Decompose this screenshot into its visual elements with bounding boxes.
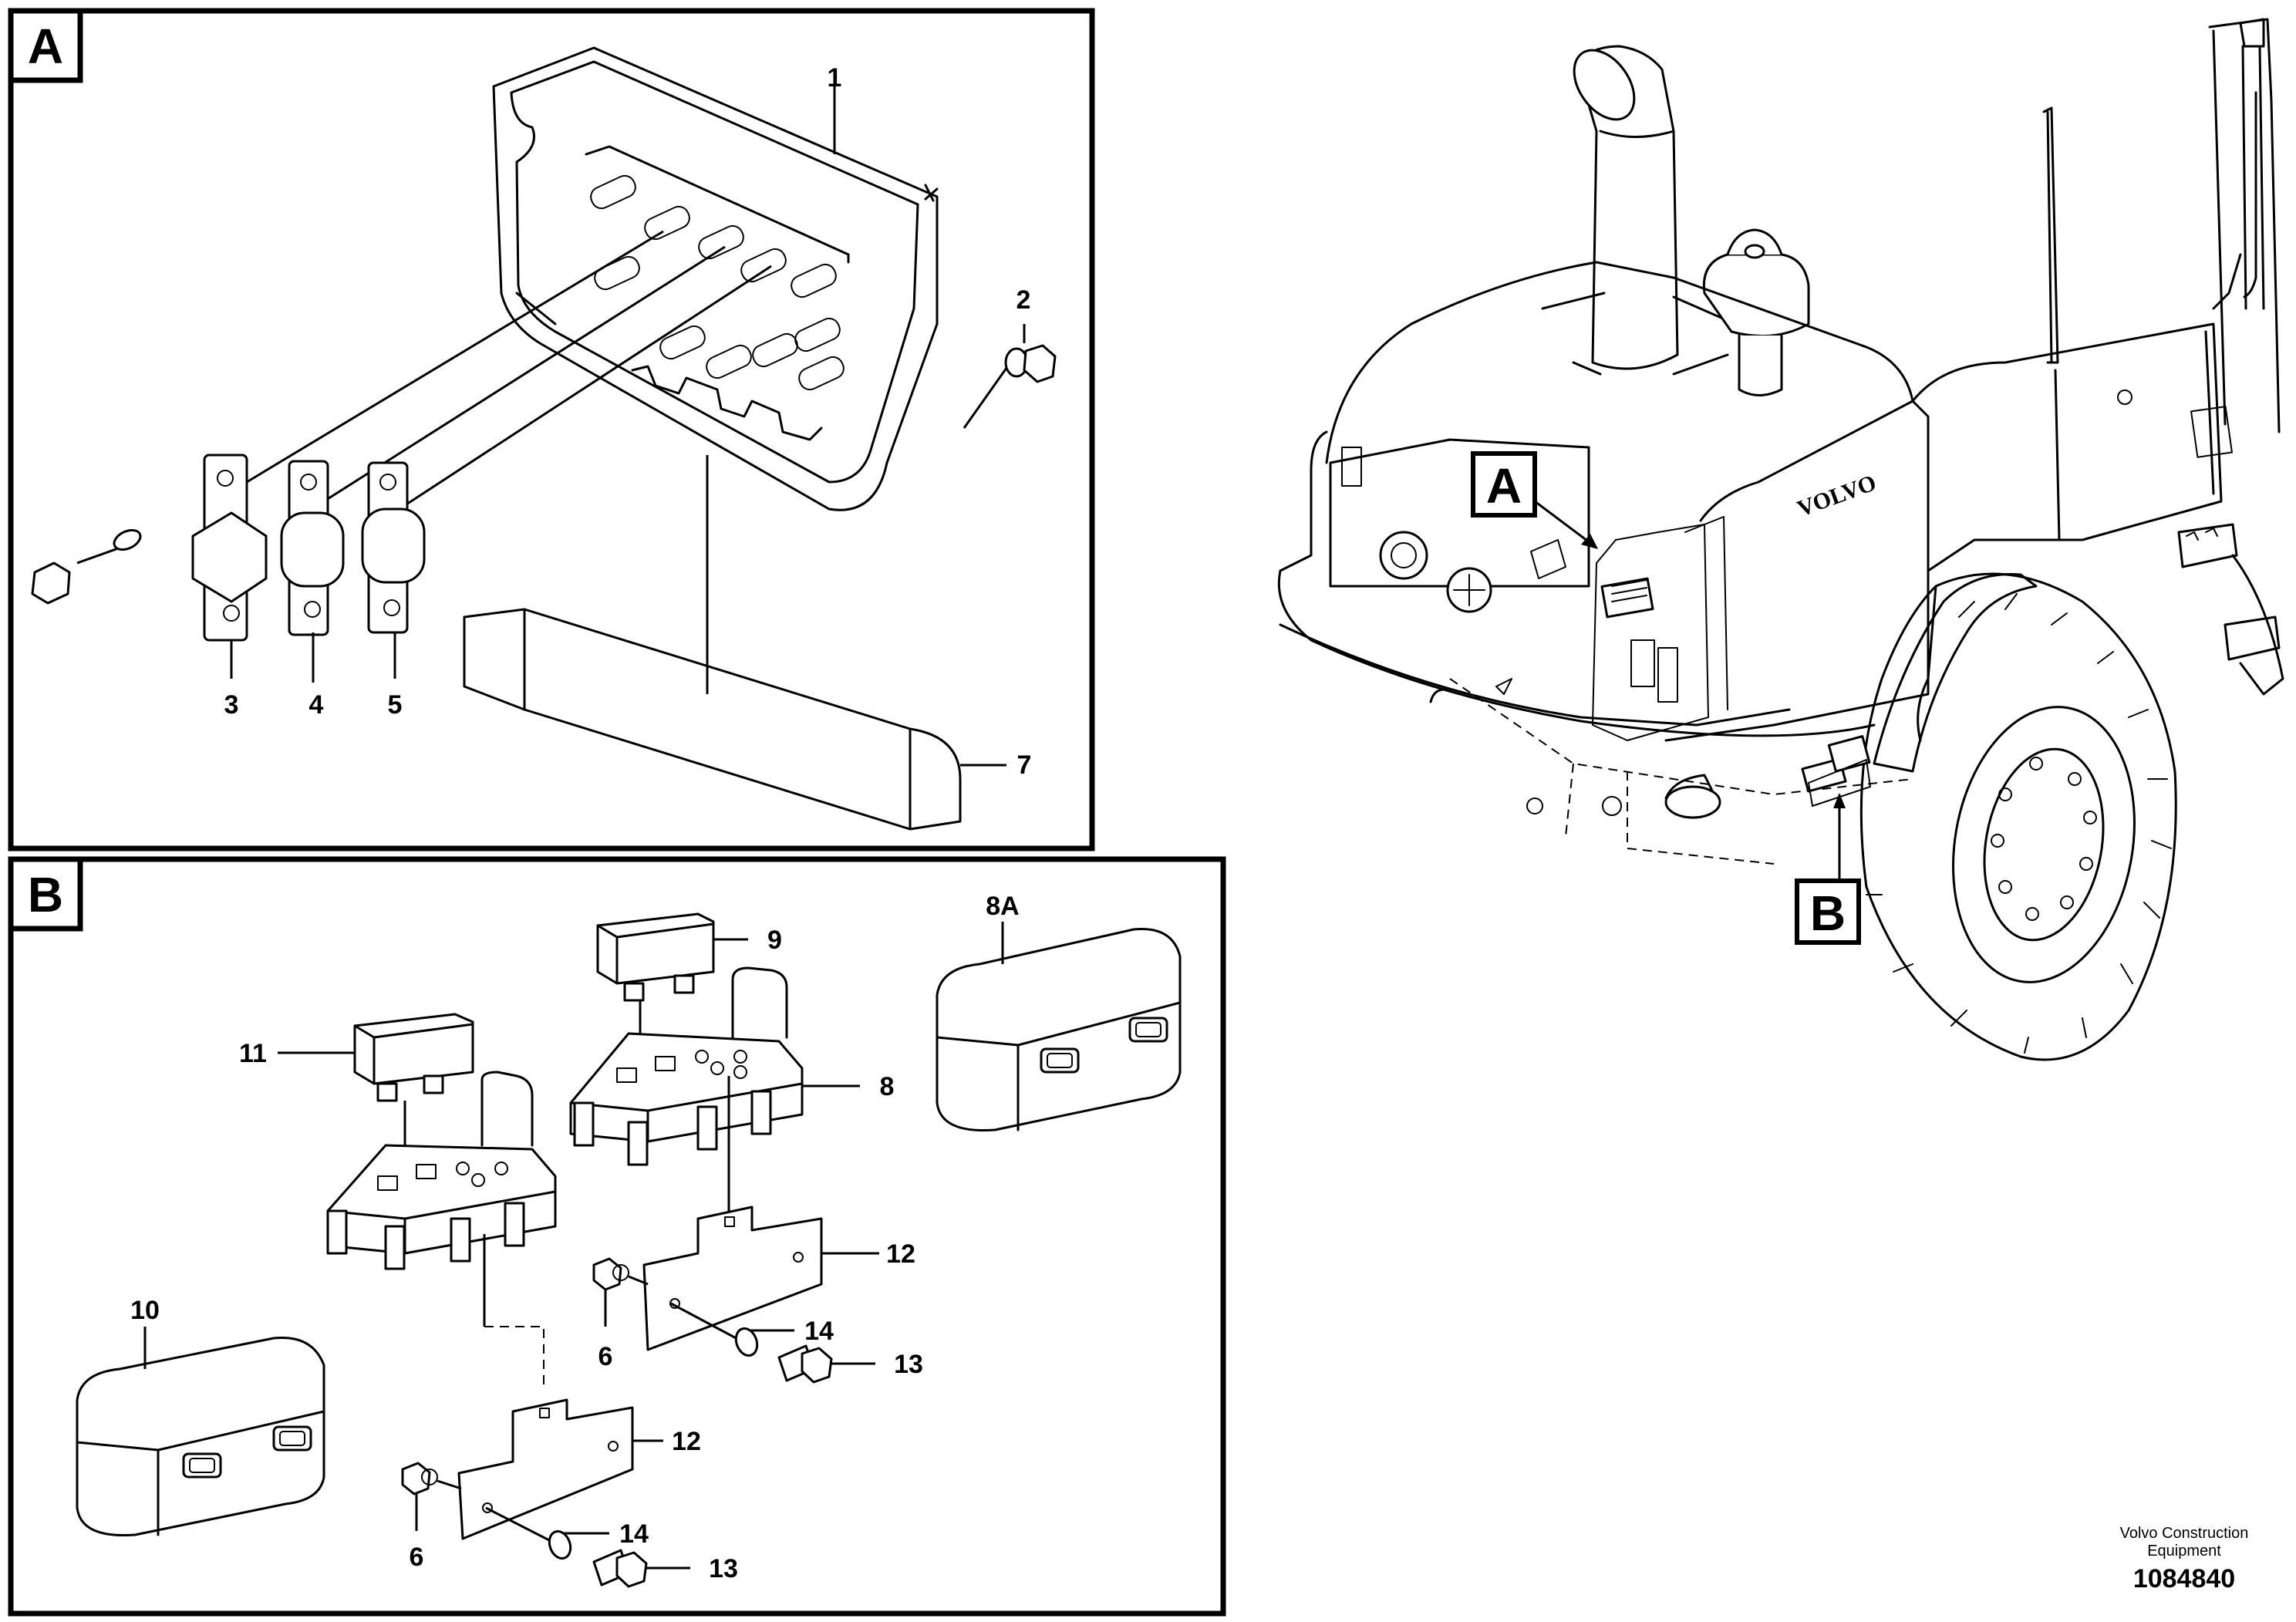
electrical-box-detail-a: [1592, 516, 1728, 741]
callout-12-upper: 12: [886, 1239, 915, 1269]
callout-1: 1: [828, 63, 842, 93]
pointer-a-box: [1471, 451, 1537, 518]
volvo-brand: VOLVO: [1794, 470, 1880, 521]
engine-hood: [1277, 261, 2233, 865]
callout-13-upper: 13: [894, 1350, 923, 1379]
pointer-a-label: A: [1486, 458, 1522, 514]
cover-box-part-10: [76, 1327, 325, 1537]
callout-6-upper: 6: [598, 1342, 613, 1371]
relay-bracket-detail-b: [1801, 735, 1871, 807]
callout-9: 9: [767, 926, 782, 955]
panel-a: A: [8, 8, 1095, 851]
bracket-part-12-upper: [592, 1206, 879, 1384]
callout-5: 5: [388, 690, 403, 720]
panel-b-tag-box: [8, 856, 83, 932]
bracket-part-12-lower: [401, 1398, 690, 1588]
panel-a-tag-box: [8, 8, 83, 83]
nut-washer-left: [31, 528, 142, 605]
panel-a-tag: A: [28, 19, 63, 74]
callout-14-lower: 14: [619, 1519, 649, 1549]
fuse-holder-part-1: [492, 46, 939, 511]
footer-company-line2: Equipment: [2147, 1543, 2221, 1560]
foam-strip-part-7: [463, 455, 962, 831]
document-number: 1084840: [2133, 1564, 2235, 1593]
relay-socket-part-8: [569, 966, 860, 1234]
machine-overview: VOLVO A B: [1277, 18, 2284, 1061]
callout-14-upper: 14: [804, 1317, 834, 1346]
footer-company-line1: Volvo Construction: [2120, 1525, 2249, 1542]
pointer-b-label: B: [1810, 885, 1846, 941]
callout-3: 3: [224, 690, 239, 720]
callout-10: 10: [130, 1296, 160, 1325]
callout-11: 11: [239, 1039, 267, 1068]
pointer-b-arrowhead: [1833, 793, 1846, 808]
relay-part-9: [596, 912, 748, 1061]
fuse-part-3: [191, 454, 268, 642]
pointer-a-arrowhead: [1581, 534, 1598, 549]
relay-socket-lower: [326, 1071, 557, 1388]
panel-b: B: [8, 856, 1226, 1617]
relay-part-11: [278, 1013, 474, 1161]
access-steps: [2177, 523, 2284, 696]
panel-b-tag: B: [28, 867, 63, 922]
callout-8a: 8A: [986, 892, 1019, 921]
callout-12-lower: 12: [672, 1427, 701, 1456]
panel-a-frame: [8, 8, 1095, 851]
fuse-part-4: [280, 460, 345, 636]
air-precleaner: [1702, 228, 1810, 396]
callout-8: 8: [880, 1072, 895, 1101]
callout-2: 2: [1017, 285, 1031, 315]
exhaust-stack: [1541, 45, 1737, 376]
fuse-part-5: [361, 461, 426, 634]
pointer-b-box: [1795, 878, 1861, 945]
callout-4: 4: [309, 690, 324, 720]
cover-box-part-8a: [936, 922, 1182, 1132]
callout-13-lower: 13: [709, 1554, 738, 1583]
footer: Volvo Construction Equipment 1084840: [2120, 1525, 2249, 1593]
callout-7: 7: [1017, 750, 1032, 780]
wheel: [1859, 572, 2177, 1061]
panel-b-frame: [8, 856, 1226, 1617]
callout-6-lower: 6: [410, 1543, 424, 1572]
nut-part-2: [963, 344, 1057, 429]
